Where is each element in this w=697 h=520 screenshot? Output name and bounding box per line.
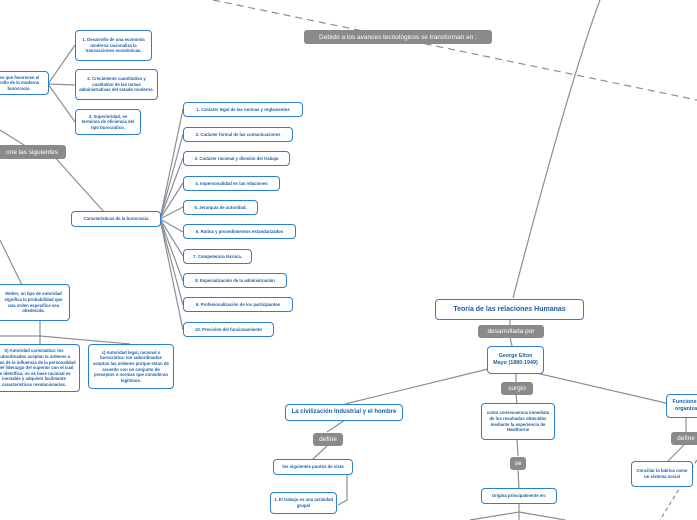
label-surgio: surgio [501,382,533,395]
label-define-1: define [313,433,343,446]
label-define-2: define [671,432,697,445]
node-autoridad-c[interactable]: c) Autoridad legal, racional o burocráti… [88,344,174,389]
node-george-mayo[interactable]: George Elton Mayo (1880-1949) [487,346,544,374]
node-left-2[interactable]: 2. Crecimiento cuantitativo y cualitativ… [75,69,158,100]
label-siguientes: one las siguientes [0,145,66,159]
label-avances: Debido a los avances tecnológicos se tra… [304,30,492,44]
node-weber[interactable]: Weber, un tipo de autoridad significa la… [0,284,70,321]
node-consecuencia[interactable]: como consecuencia inmediata de los resul… [481,403,555,440]
node-left-3[interactable]: 3. Superioridad, en terminos de eficienc… [75,109,141,135]
node-factores[interactable]: res que favorecen el rrollo de la modern… [0,71,49,95]
node-teoria[interactable]: Teoría de las relaciones Humanas [435,299,584,320]
char-item-4[interactable]: 4. Impersonalidad en las relaciones [183,176,280,191]
node-siguientes-puntos[interactable]: los siguientes puntos de vista [273,459,353,475]
label-desarrollada-por: desarrollada por [478,325,544,338]
node-conciliar[interactable]: Conciliar la fabrica como un sistema soc… [631,461,693,487]
node-left-1[interactable]: 1. Desarrollo de una economía moderna ra… [75,30,152,61]
char-item-2[interactable]: 2. Carácter formal de las comunicaciones [183,127,293,142]
node-trabajo-grupal[interactable]: 1. El trabajo es una actividad grupal [270,492,337,514]
char-item-6[interactable]: 6. Rutina y procedimientos estandarizado… [183,224,296,239]
char-item-5[interactable]: 5. Jerarquía de autoridad. [183,200,258,215]
char-item-9[interactable]: 9. Profesionalización de los participant… [183,297,293,312]
char-item-1[interactable]: 1. Carácter legal de las normas y reglam… [183,102,303,117]
char-item-8[interactable]: 8. Especialización de la administración [183,273,287,288]
node-civilizacion[interactable]: La civilización Industrial y el hombre [285,404,403,421]
char-item-10[interactable]: 10. Precisión del funcionamiento [183,322,274,337]
char-item-7[interactable]: 7. Competencia técnica. [183,249,252,264]
char-item-3[interactable]: 3. Carácter racional y división del trab… [183,151,290,166]
node-autoridad-b[interactable]: b) Autoridad carismatica: los subordinad… [0,344,80,392]
node-caracteristicas[interactable]: Características de la burocracia [71,211,161,227]
node-origina[interactable]: Origina principalmente en: [481,488,557,504]
node-funciones[interactable]: Funciones organiza [666,394,697,418]
label-se: se [510,457,526,470]
